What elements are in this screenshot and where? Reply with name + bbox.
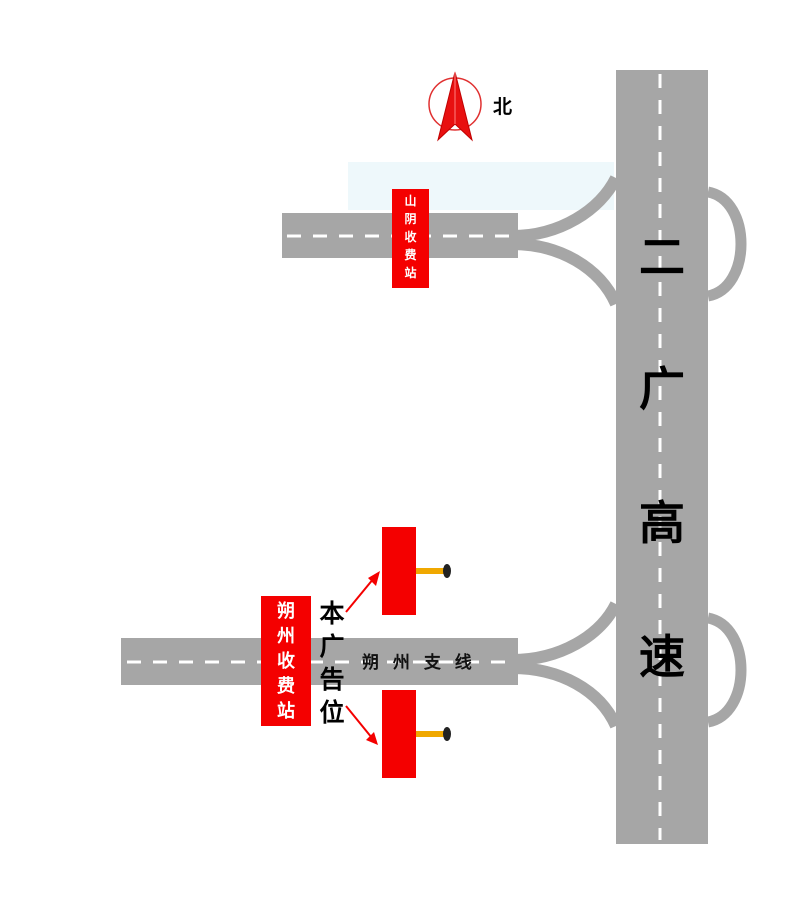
north-arrow-icon (428, 71, 482, 142)
lower-loop-ramp (706, 612, 747, 728)
shuozhou-toll-station: 朔 州 收 费 站 (261, 596, 311, 726)
highway-name-char-2: 广 (639, 362, 685, 416)
shanyin-station-char: 收 (404, 230, 417, 244)
lower-ramp-south (511, 662, 622, 729)
north-label: 北 (493, 96, 513, 118)
billboard-top-post (415, 568, 447, 574)
shanyin-station-char: 站 (404, 266, 417, 280)
ad-label-char-2: 广 (319, 632, 345, 661)
highway-name-char-3: 高 (639, 496, 685, 550)
ad-label-char-3: 告 (319, 665, 345, 694)
highway-name-char-4: 速 (639, 630, 685, 684)
billboard-bottom-post-base (443, 727, 451, 741)
ad-arrow-down-icon (345, 705, 378, 745)
shuozhou-station-char: 站 (277, 701, 295, 722)
shanyin-toll-station: 山 阴 收 费 站 (392, 189, 429, 288)
ad-label-char-4: 位 (319, 698, 345, 727)
ad-arrow-up-icon (345, 571, 380, 613)
upper-ramp-south (511, 238, 622, 307)
billboard-bottom-post (415, 731, 447, 737)
highway-road (616, 70, 708, 844)
billboard-bottom (382, 690, 451, 778)
upper-loop-ramp (706, 186, 747, 302)
billboard-bottom-panel (382, 690, 416, 778)
shanyin-station-char: 费 (404, 248, 417, 262)
shuozhou-station-char: 费 (277, 676, 295, 697)
billboard-top-panel (382, 527, 416, 615)
shanyin-station-char: 阴 (404, 212, 417, 226)
highway-name-char-1: 二 (639, 230, 685, 284)
water-area (348, 162, 614, 210)
shanyin-station-char: 山 (404, 194, 417, 208)
shuozhou-station-char: 州 (277, 626, 295, 647)
upper-ramp-north (511, 175, 622, 242)
ad-label-char-1: 本 (319, 599, 345, 628)
shuozhou-station-char: 收 (277, 651, 295, 672)
billboard-top-post-base (443, 564, 451, 578)
lower-ramp-north (511, 601, 622, 666)
branch-road-label: 朔 州 支 线 (362, 653, 476, 673)
billboard-top (382, 527, 451, 615)
shuozhou-station-char: 朔 (277, 601, 295, 622)
